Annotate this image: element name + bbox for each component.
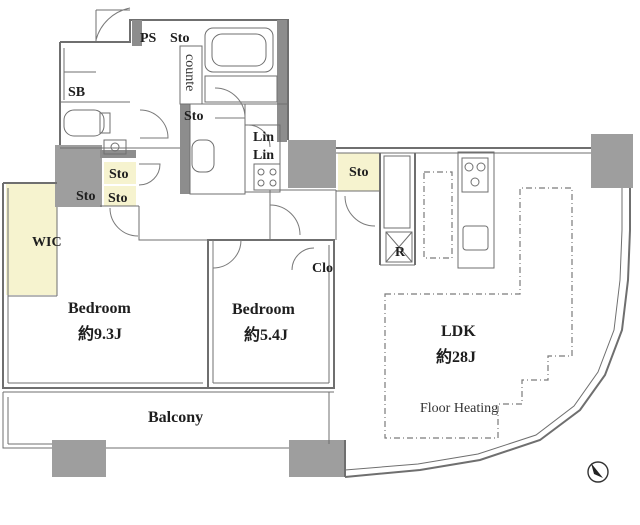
sto-hall-fill — [338, 153, 380, 191]
sb-label: SB — [68, 85, 85, 100]
bedroom2-name: Bedroom — [232, 301, 295, 318]
sto-entry-fill-2 — [104, 186, 136, 206]
bedroom1-size: 約9.3J — [78, 324, 122, 343]
floor-heating-label: Floor Heating — [420, 401, 498, 416]
clo-label: Clo — [312, 261, 333, 276]
sto-hall-label: Sto — [349, 165, 368, 180]
sto-entry-label-3: Sto — [108, 191, 127, 206]
sink-icon — [103, 139, 215, 173]
sto-top-label: Sto — [170, 31, 189, 46]
kitchen-dashed-zone — [423, 171, 453, 259]
sto-entry-fill — [104, 162, 136, 184]
walls — [2, 9, 633, 478]
north-arrow-icon — [587, 461, 609, 483]
sto-bath-label: Sto — [184, 109, 203, 124]
balcony-label: Balcony — [148, 409, 203, 426]
kitchen-back-counter — [383, 155, 411, 229]
refrigerator-cross — [385, 231, 413, 263]
bath-bench — [204, 75, 278, 103]
doors — [95, 7, 376, 271]
lin-label-2: Lin — [253, 148, 274, 163]
bathtub-icon — [204, 27, 274, 73]
refrigerator-box — [385, 231, 413, 263]
lin-label-1: Lin — [253, 130, 274, 145]
wic-fill — [6, 183, 57, 295]
refrigerator-label: R — [395, 245, 406, 260]
stove-icon — [461, 157, 489, 193]
bedroom2-size: 約5.4J — [244, 325, 288, 344]
kitchen-sink-icon — [462, 225, 489, 251]
sto-entry-label-2: Sto — [76, 189, 95, 204]
counter-label: counte — [182, 54, 197, 91]
sto-entry-label-1: Sto — [109, 167, 128, 182]
floor-heating-boundary — [384, 187, 573, 439]
toilet-icon — [63, 109, 111, 137]
ldk-name: LDK — [441, 323, 476, 340]
kitchen-island — [457, 151, 495, 269]
ps-label: PS — [140, 31, 157, 46]
wic-label: WIC — [32, 235, 62, 250]
bedroom1-name: Bedroom — [68, 300, 131, 317]
washer-icon — [253, 163, 281, 191]
counter-surface — [179, 45, 203, 105]
ldk-size: 約28J — [436, 347, 476, 366]
